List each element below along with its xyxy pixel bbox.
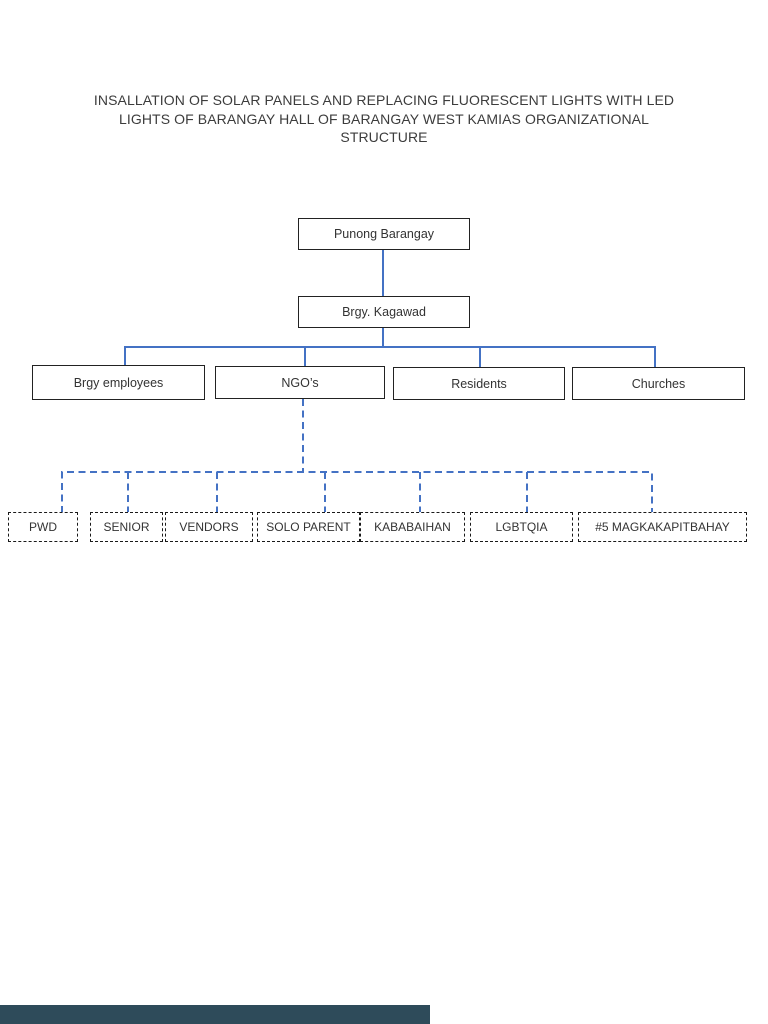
org-node-solo-parent: SOLO PARENT [257, 512, 360, 542]
org-node-brgy-kagawad: Brgy. Kagawad [298, 296, 470, 328]
org-node-residents: Residents [393, 367, 565, 400]
bottom-bar-rect [0, 1005, 430, 1024]
org-node-label: Churches [631, 376, 686, 391]
org-node-senior: SENIOR [90, 512, 163, 542]
org-node-kababaihan: KABABAIHAN [360, 512, 465, 542]
org-node-lgbtqia: LGBTQIA [470, 512, 573, 542]
org-node-label: Punong Barangay [333, 227, 435, 241]
org-node-churches: Churches [572, 367, 745, 400]
org-node-label: NGO’s [281, 375, 319, 390]
document-title-line-1: INSALLATION OF SOLAR PANELS AND REPLACIN… [93, 92, 675, 108]
org-node-brgy-employees: Brgy employees [32, 365, 205, 400]
bottom-bar [0, 1005, 430, 1024]
org-node-label: LGBTQIA [495, 520, 548, 534]
org-node-magkakapitbahay: #5 MAGKAKAPITBAHAY [578, 512, 747, 542]
org-node-label: Brgy employees [73, 375, 164, 390]
org-node-ngos: NGO’s [215, 366, 385, 399]
org-node-punong-barangay: Punong Barangay [298, 218, 470, 250]
org-node-label: Residents [451, 376, 507, 391]
connector-level4-rail-dashed [61, 471, 653, 513]
org-node-label: KABABAIHAN [374, 520, 451, 534]
org-node-pwd: PWD [8, 512, 78, 542]
org-node-label: Brgy. Kagawad [342, 305, 426, 319]
connector-level3-rail [124, 346, 656, 367]
org-node-label: VENDORS [179, 520, 239, 534]
document-title: INSALLATION OF SOLAR PANELS AND REPLACIN… [0, 91, 768, 147]
org-node-label: PWD [29, 520, 57, 534]
org-node-vendors: VENDORS [165, 512, 253, 542]
org-node-label: SENIOR [103, 520, 150, 534]
org-node-label: SOLO PARENT [266, 520, 351, 534]
document-title-line-3: STRUCTURE [340, 129, 428, 145]
org-node-label: #5 MAGKAKAPITBAHAY [595, 520, 730, 534]
document-title-line-2: LIGHTS OF BARANGAY HALL OF BARANGAY WEST… [118, 110, 650, 127]
